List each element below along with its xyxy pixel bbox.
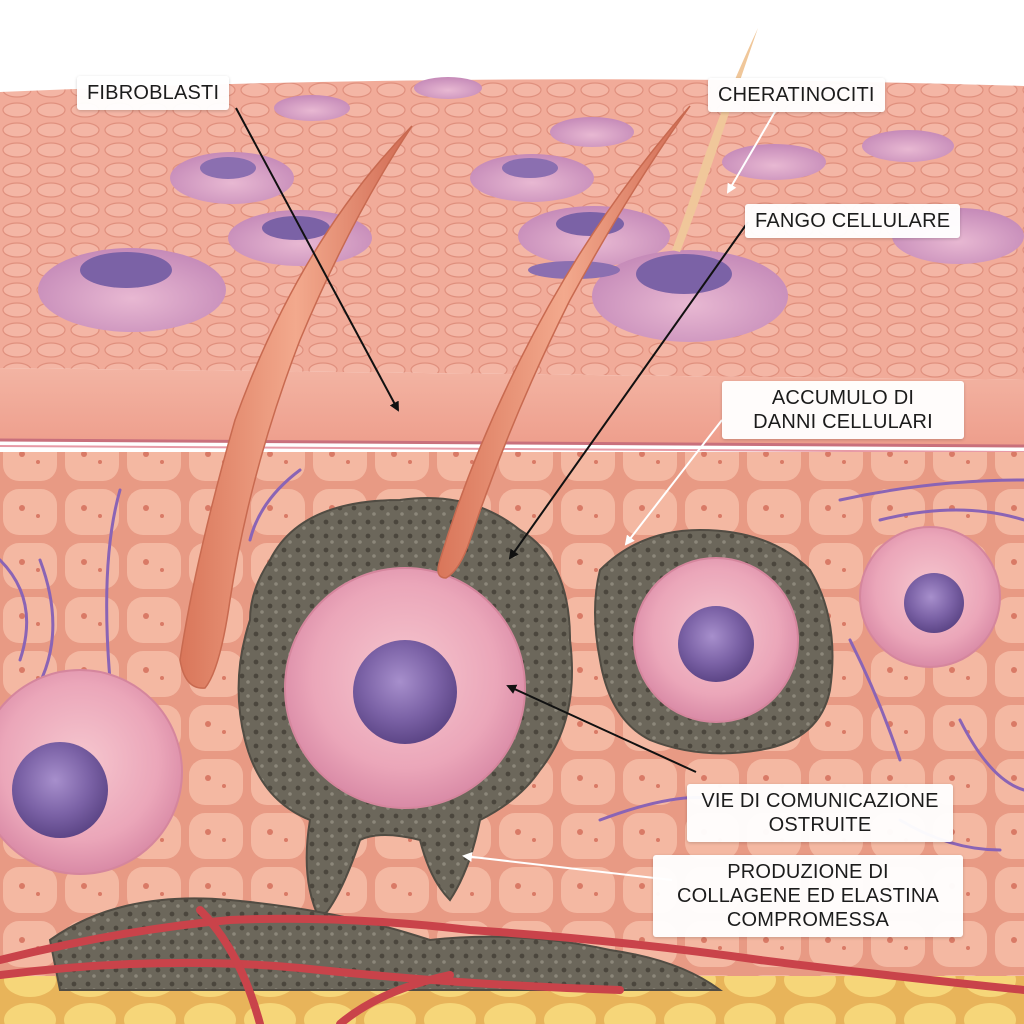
arrow-cheratinociti xyxy=(726,109,777,194)
arrow-vie-comunicazione xyxy=(506,684,697,773)
arrow-fibroblasti xyxy=(235,107,399,412)
arrow-produzione-collagene xyxy=(462,851,673,881)
label-cheratinociti: CHERATINOCITI xyxy=(708,78,885,112)
label-accumulo-danni: ACCUMULO DI DANNI CELLULARI xyxy=(722,381,964,439)
blood-vessels xyxy=(0,906,1024,1024)
arrow-fango-cellulare xyxy=(508,221,749,560)
label-produzione-collagene: PRODUZIONE DI COLLAGENE ED ELASTINA COMP… xyxy=(653,855,963,937)
arrow-accumulo xyxy=(624,419,723,546)
label-fibroblasti: FIBROBLASTI xyxy=(77,76,230,110)
annotation-arrows xyxy=(235,107,777,881)
label-fango-cellulare: FANGO CELLULARE xyxy=(745,204,961,238)
label-vie-comunicazione: VIE DI COMUNICAZIONE OSTRUITE xyxy=(687,784,953,842)
fibroblast-cells xyxy=(0,526,1001,875)
